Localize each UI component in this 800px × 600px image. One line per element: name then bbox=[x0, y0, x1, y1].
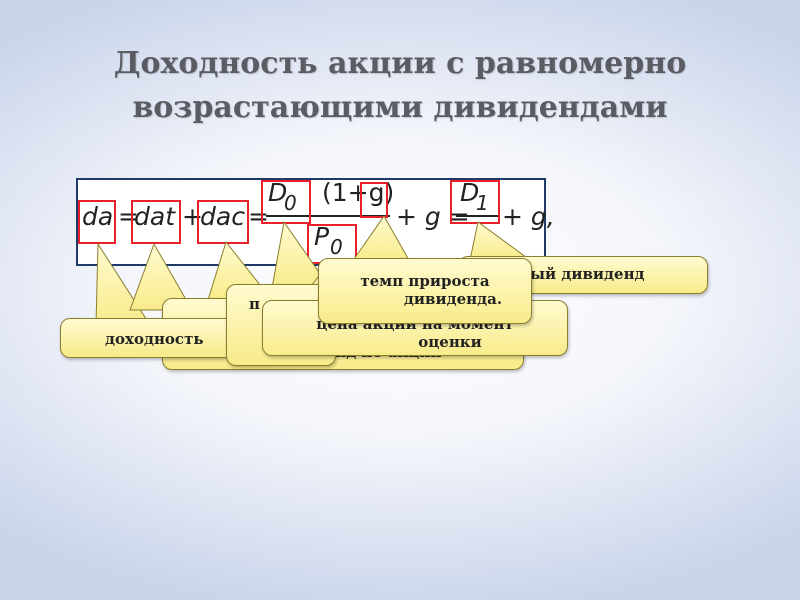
formula-num2-sub: 1 bbox=[476, 191, 489, 215]
callout-growth-rate-line2: дивиденда. bbox=[403, 290, 503, 308]
formula-den1-p: P bbox=[314, 222, 330, 251]
fraction-bar-2 bbox=[456, 215, 500, 217]
formula-den1-sub: 0 bbox=[330, 235, 343, 259]
callout-share-price-line2: оценки bbox=[418, 333, 482, 351]
highlight-dat bbox=[131, 200, 181, 244]
slide-title: Доходность акции с равномерно возрастающ… bbox=[113, 46, 687, 125]
highlight-d0 bbox=[261, 180, 311, 224]
highlight-d1 bbox=[450, 180, 500, 224]
formula-dat: dat bbox=[134, 202, 175, 231]
highlight-g bbox=[360, 182, 388, 218]
callout-yield-text: доходность bbox=[105, 330, 204, 348]
highlight-da bbox=[78, 200, 116, 244]
formula-num2-d: D bbox=[460, 178, 480, 207]
formula-num1-sub: 0 bbox=[284, 191, 297, 215]
pointer-dat bbox=[129, 242, 193, 311]
highlight-dac bbox=[197, 200, 249, 244]
formula-da: da bbox=[82, 202, 114, 231]
formula-num1-d: D bbox=[268, 178, 288, 207]
pointer-next-dividend bbox=[469, 221, 532, 261]
fraction-bar-1 bbox=[266, 215, 390, 217]
formula-plus-g-end: + g, bbox=[502, 202, 555, 231]
callout-fragment-text: п bbox=[249, 295, 260, 313]
callout-growth-rate-line1: темп прироста bbox=[360, 272, 490, 290]
callout-next-dividend-text: ный дивиденд bbox=[519, 265, 645, 283]
formula-equals-1: = bbox=[118, 202, 139, 231]
callout-growth-rate: темп прироста дивиденда. bbox=[318, 258, 532, 324]
formula-dac: dac bbox=[200, 202, 245, 231]
pointer-growth-rate bbox=[351, 215, 411, 263]
